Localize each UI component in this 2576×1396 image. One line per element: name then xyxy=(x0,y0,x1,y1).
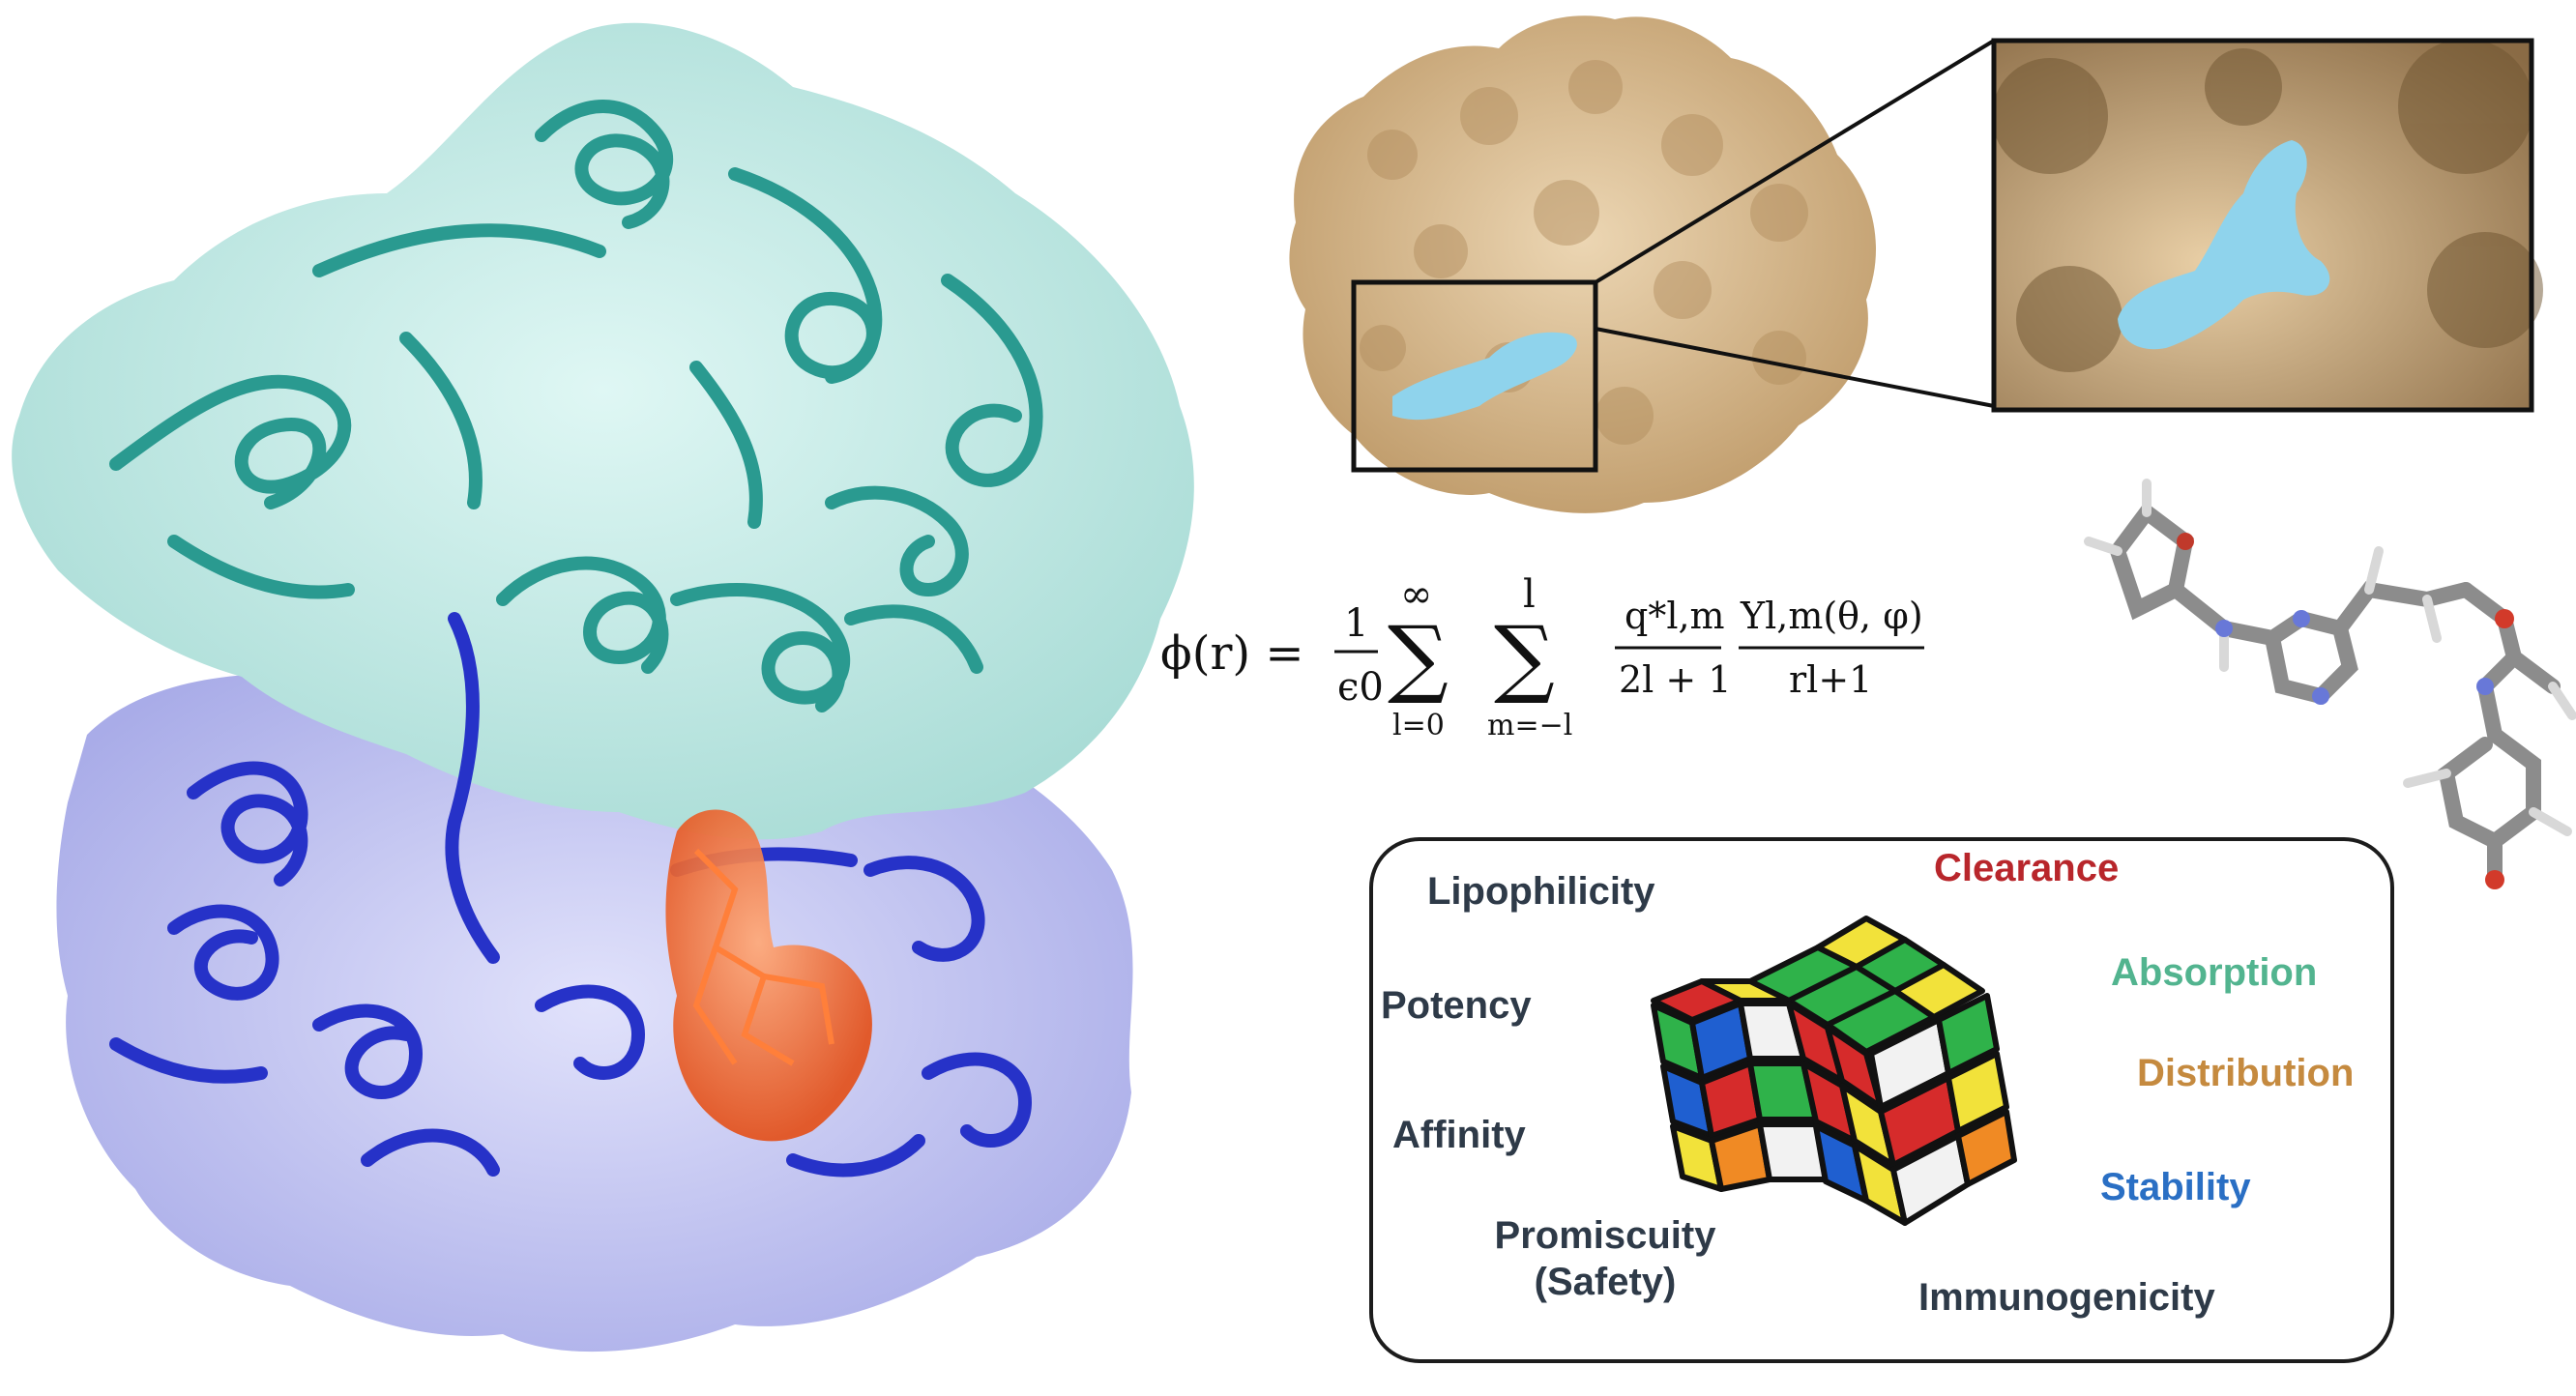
equation-lhs: ϕ(r) = xyxy=(1160,626,1304,681)
property-absorption: Absorption xyxy=(2111,951,2318,994)
equation-frac1-den: ϵ0 xyxy=(1337,665,1384,710)
property-potency: Potency xyxy=(1381,984,1532,1027)
multipole-equation: ϕ(r) = 1 ϵ0 ∞ ∑ l=0 l ∑ m=−l q*l,m 2l + … xyxy=(1160,572,1924,742)
property-promiscuity-sublabel: (Safety) xyxy=(1534,1261,1677,1303)
rubiks-cube-icon xyxy=(1651,916,2017,1226)
zoom-selection-box xyxy=(1351,279,1598,473)
equation-sum2-sign: ∑ xyxy=(1494,607,1555,707)
equation-y-den: rl+1 xyxy=(1789,658,1872,701)
equation-sum1-top: ∞ xyxy=(1400,572,1432,617)
protein-surface-view xyxy=(1289,15,2543,513)
upper-domain-surface xyxy=(12,22,1194,840)
property-lipophilicity: Lipophilicity xyxy=(1427,870,1655,913)
zoom-pocket xyxy=(2118,140,2330,350)
lower-domain-surface xyxy=(56,654,1133,1352)
zoom-connector-top xyxy=(1594,39,1996,284)
property-affinity: Affinity xyxy=(1392,1114,1526,1156)
zoom-connector-bottom xyxy=(1595,327,1995,408)
zoom-inset xyxy=(1991,38,2543,413)
equation-sum2-bottom: m=−l xyxy=(1487,709,1572,742)
equation-sum1-bottom: l=0 xyxy=(1392,709,1445,742)
property-promiscuity: Promiscuity (Safety) xyxy=(1450,1212,1760,1305)
equation-sum1-sign: ∑ xyxy=(1388,607,1449,707)
molecule-stick-model xyxy=(2084,479,2576,889)
property-distribution: Distribution xyxy=(2137,1052,2355,1094)
property-promiscuity-label: Promiscuity xyxy=(1494,1214,1716,1257)
binding-pocket xyxy=(1392,332,1577,421)
property-clearance: Clearance xyxy=(1934,847,2120,889)
surface-texture xyxy=(1360,60,1808,445)
equation-sum2-top: l xyxy=(1523,572,1536,617)
equation-frac1-num: 1 xyxy=(1344,601,1368,646)
upper-domain-ribbons xyxy=(109,100,1043,713)
property-stability: Stability xyxy=(2100,1166,2251,1208)
ligand-sticks xyxy=(692,848,834,1066)
equation-q-den: 2l + 1 xyxy=(1619,658,1732,701)
protein-complex-illustration xyxy=(12,22,1194,1352)
property-immunogenicity: Immunogenicity xyxy=(1918,1276,2215,1319)
equation-y-num: Yl,m(θ, φ) xyxy=(1740,595,1923,637)
equation-q-num: q*l,m xyxy=(1625,595,1725,637)
lower-domain-ribbons xyxy=(109,612,1033,1178)
